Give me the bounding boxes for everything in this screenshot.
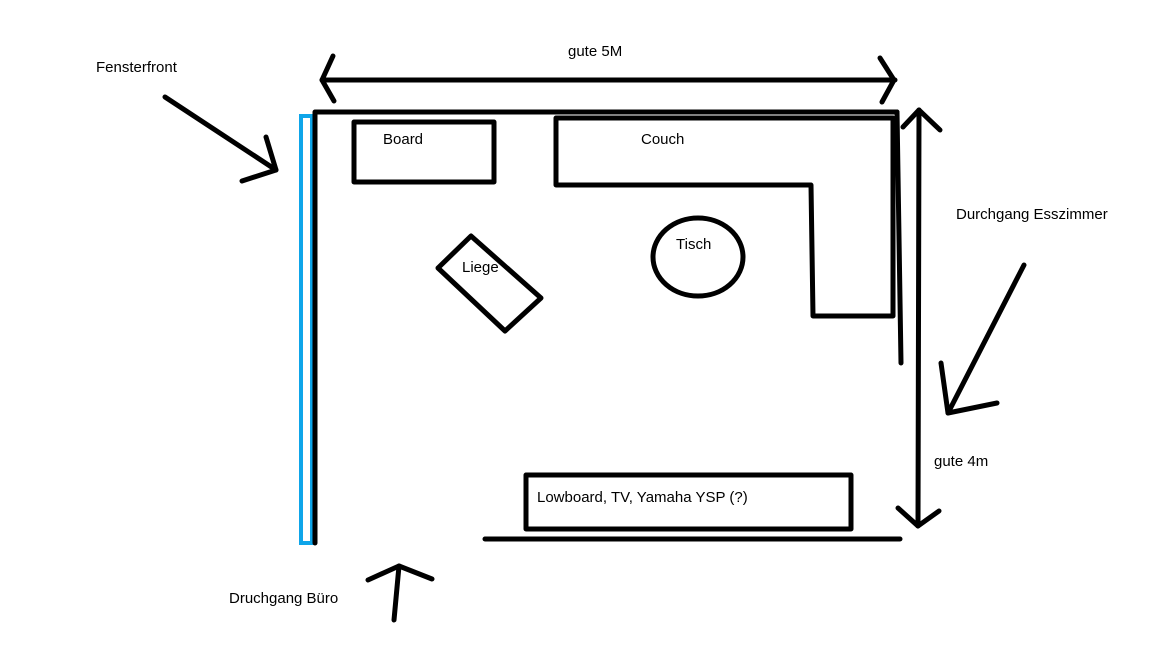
lounger-furniture <box>435 233 544 334</box>
window-front <box>299 114 314 545</box>
dining-passage-label: Durchgang Esszimmer <box>956 206 1108 223</box>
window-label: Fensterfront <box>96 59 178 76</box>
dining-passage-arrow <box>938 262 1027 416</box>
lowboard-furniture <box>523 472 854 532</box>
width-dimension-arrow <box>319 53 898 105</box>
table-furniture <box>650 215 746 299</box>
couch-furniture <box>553 115 896 319</box>
width-label: gute 5M <box>568 43 622 60</box>
window-arrow <box>162 94 279 184</box>
board-label: Board <box>383 131 423 148</box>
room-walls <box>312 109 904 546</box>
depth-dimension-arrow <box>895 107 943 529</box>
board-furniture <box>351 119 497 185</box>
depth-label: gute 4m <box>934 453 988 470</box>
office-passage-arrow <box>365 563 435 623</box>
lowboard-label: Lowboard, TV, Yamaha YSP (?) <box>537 489 748 506</box>
lounger-label: Liege <box>462 259 499 276</box>
couch-label: Couch <box>641 131 684 148</box>
table-label: Tisch <box>676 236 711 253</box>
office-passage-label: Druchgang Büro <box>229 590 338 607</box>
